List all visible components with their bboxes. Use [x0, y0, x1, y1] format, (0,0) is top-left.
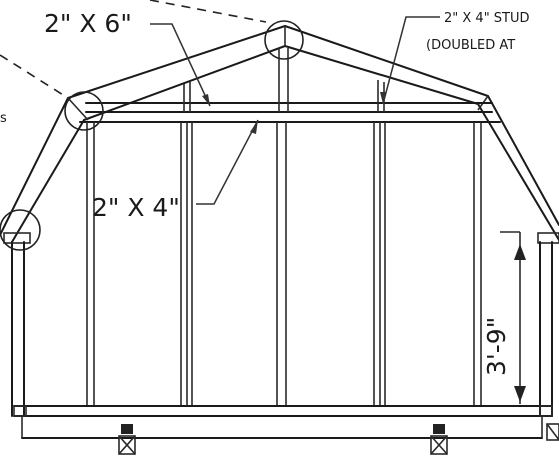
foundation-block-edge — [546, 423, 559, 441]
dashed-leader-left — [0, 54, 69, 99]
solid-leaders — [150, 16, 440, 205]
skid-box — [430, 435, 448, 455]
arrowhead — [250, 120, 258, 134]
foundation-block-left — [118, 424, 136, 455]
top-plate — [79, 102, 501, 123]
dimension-wall-height — [500, 231, 526, 404]
leader-top-plate — [196, 119, 259, 205]
skid-x — [118, 435, 136, 455]
foundation-block-right — [430, 424, 448, 455]
left-wall-top-block — [3, 232, 31, 244]
dashed-leader-top — [149, 0, 267, 23]
detail-circle-ridge — [264, 20, 304, 60]
arrowhead — [380, 92, 386, 104]
dim-arrow-bottom — [514, 386, 526, 402]
detail-callouts — [0, 20, 304, 251]
skid-box — [546, 423, 559, 441]
skid-cap — [121, 424, 133, 434]
wall-studs — [86, 122, 482, 406]
label-stud-size: 2" X 4" STUD — [444, 11, 530, 26]
dim-arrow-top — [514, 244, 526, 260]
corner-block-left — [13, 405, 27, 417]
right-wall-top-block — [537, 232, 559, 244]
skid-x — [430, 435, 448, 455]
skid-cap — [433, 424, 445, 434]
floor-frame — [13, 405, 553, 439]
leader-stud — [382, 16, 440, 105]
left-wall — [3, 232, 31, 417]
label-stud-note: (DOUBLED AT — [426, 38, 515, 53]
rafter-joint-left — [67, 97, 89, 121]
leader-rafter — [150, 23, 211, 107]
skid-x — [546, 423, 559, 441]
arrowhead — [202, 94, 210, 106]
skid-box — [118, 435, 136, 455]
label-wall-height: 3'-9" — [482, 317, 511, 376]
detail-circle-eave — [0, 209, 41, 251]
label-rafter-size: 2" X 6" — [44, 9, 132, 38]
label-edge-fragment: s — [0, 111, 7, 126]
right-wall — [537, 232, 559, 417]
label-top-plate-size: 2" X 4" — [92, 193, 180, 222]
dashed-leaders — [0, 0, 267, 99]
detail-circle-knee — [64, 91, 104, 131]
corner-block-right — [539, 405, 553, 417]
